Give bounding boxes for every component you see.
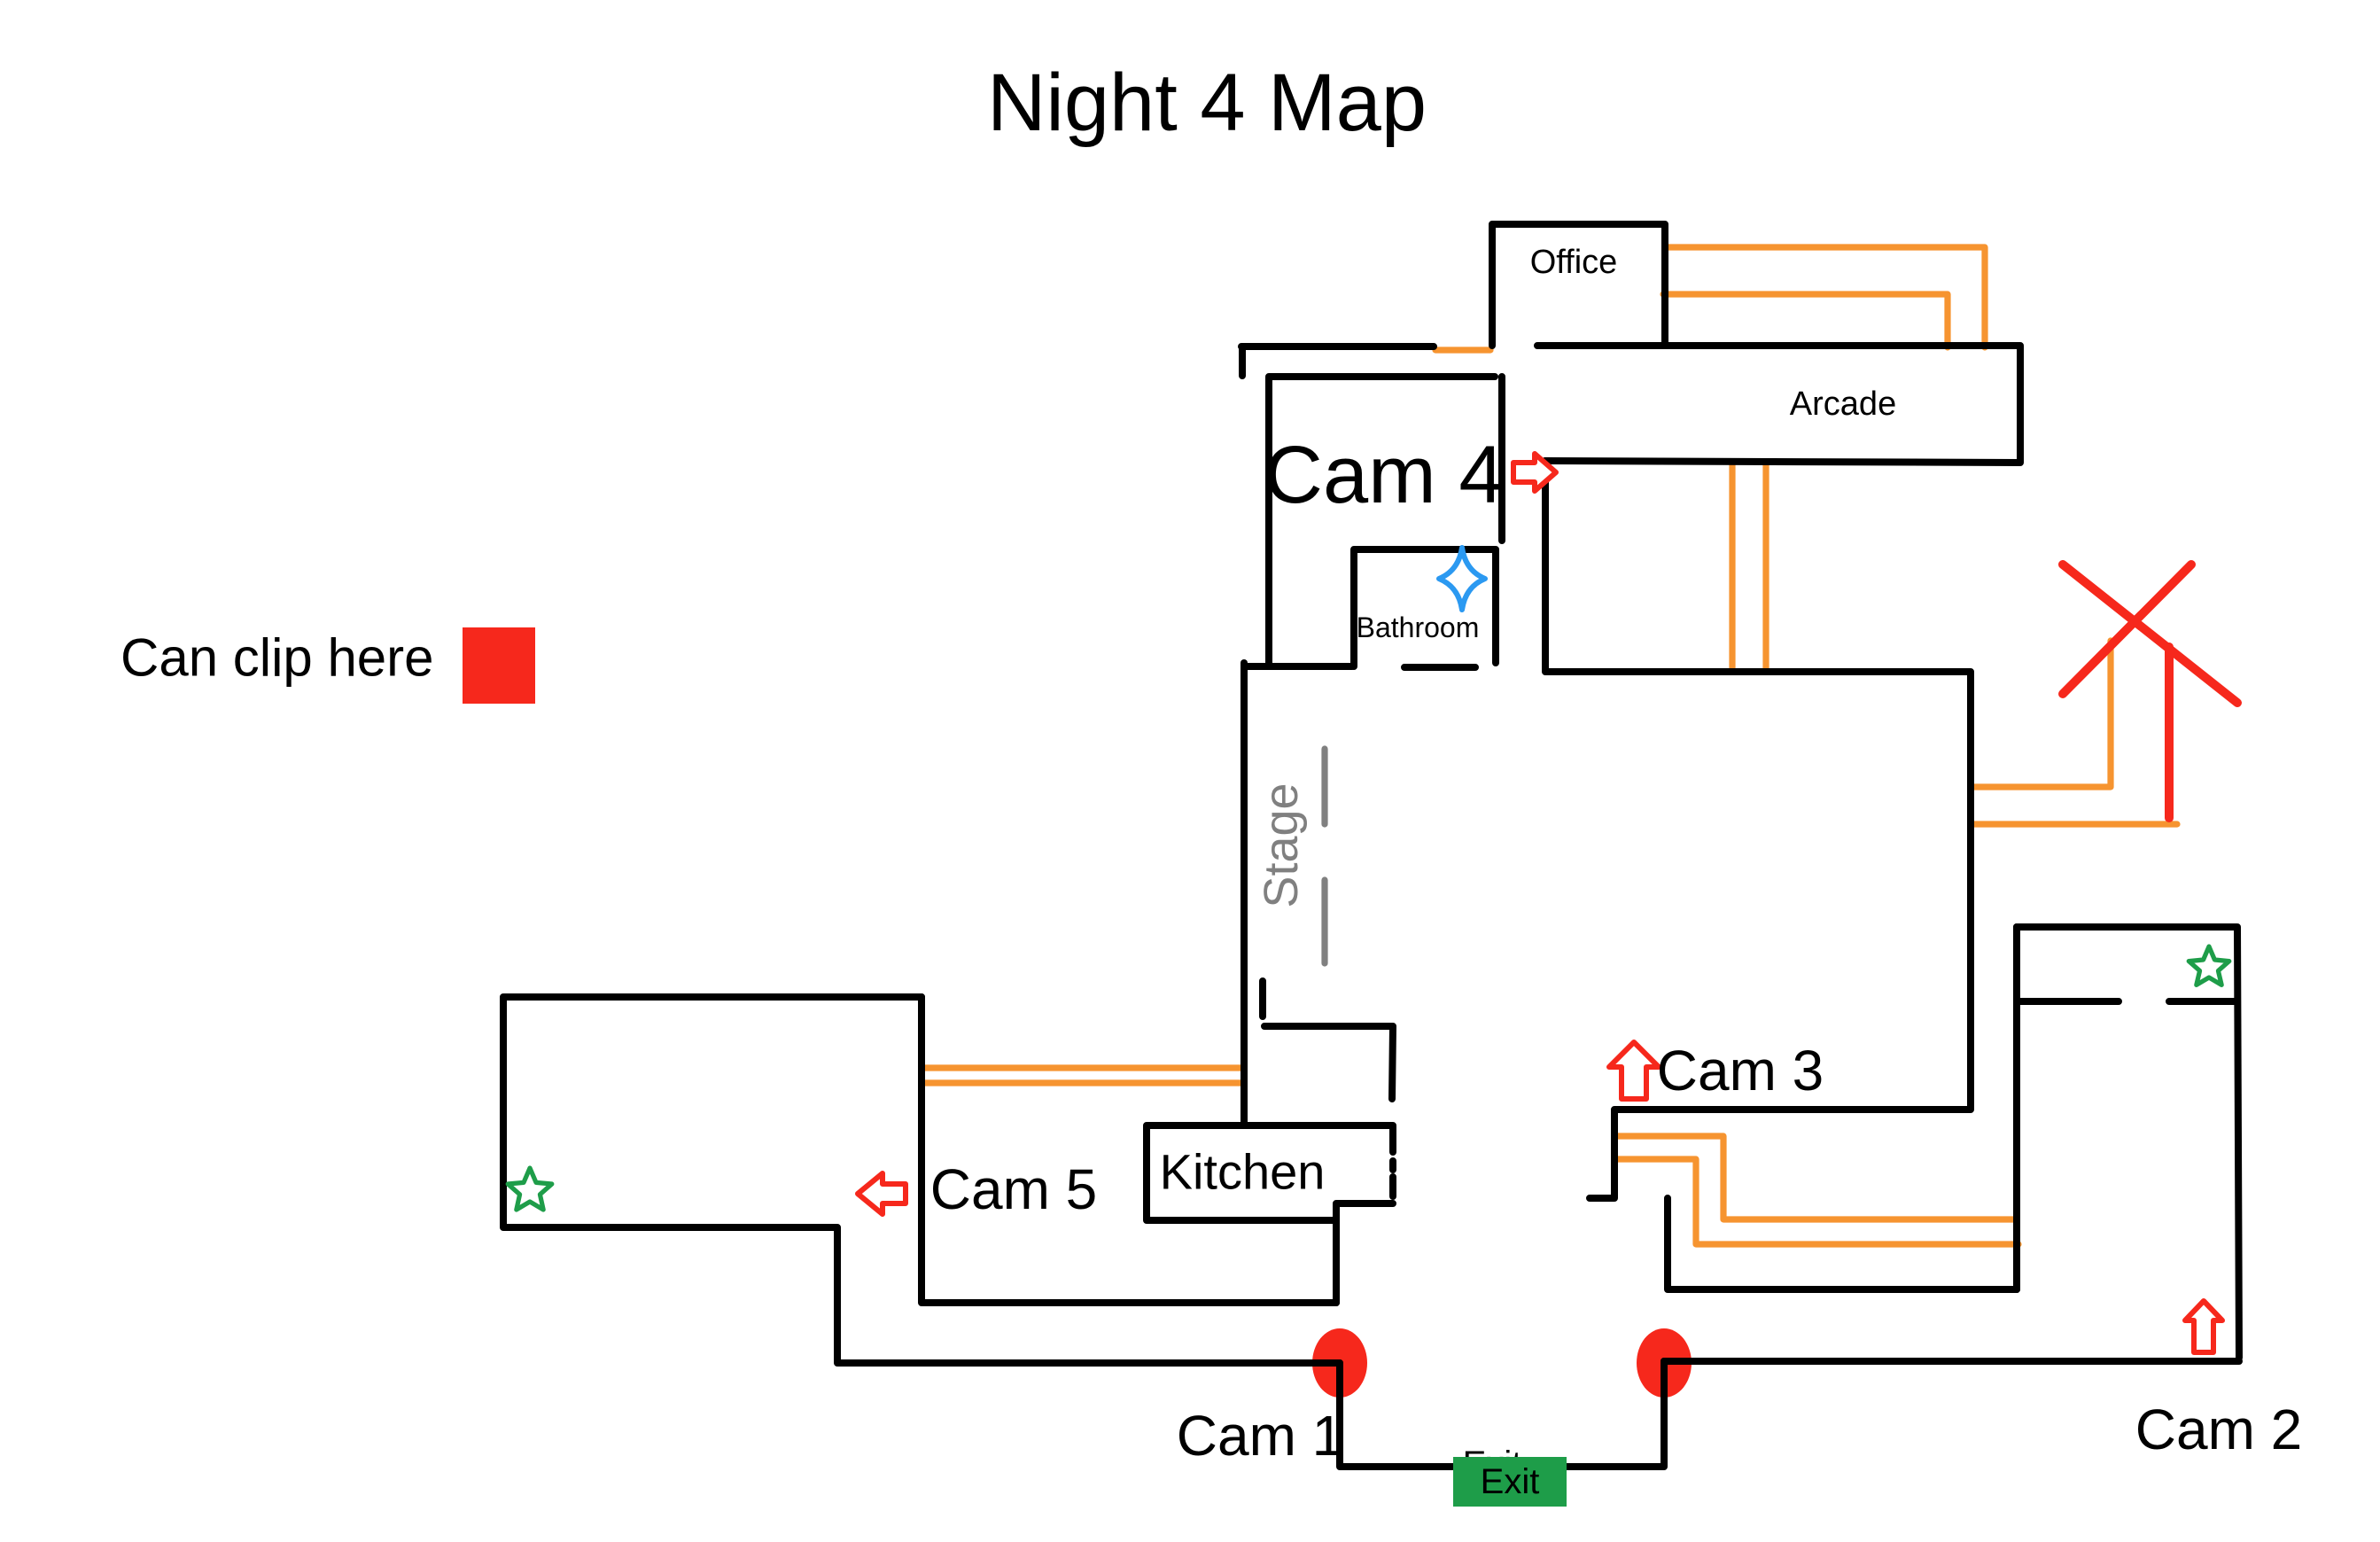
bathroom-label: Bathroom bbox=[1357, 611, 1480, 643]
exit-box bbox=[1453, 1457, 1567, 1507]
cam5-label: Cam 5 bbox=[930, 1157, 1098, 1221]
sparkle-icon bbox=[1436, 545, 1488, 612]
patrol-route bbox=[918, 244, 2181, 1248]
arcade-room-outline bbox=[1534, 342, 2024, 466]
stage-platform-corner bbox=[1259, 977, 1396, 1102]
map-title: Night 4 Map bbox=[987, 58, 1427, 148]
walls bbox=[500, 221, 2243, 1470]
office-room-outline bbox=[1489, 221, 1668, 349]
cam2-arrow-up-icon bbox=[2182, 1298, 2225, 1355]
route-cam3-upper bbox=[1611, 1133, 2020, 1223]
cam5-arrow-left-icon bbox=[855, 1171, 908, 1217]
kitchen-label: Kitchen bbox=[1160, 1144, 1326, 1200]
blocked-x-icon bbox=[2058, 560, 2242, 822]
route-cam3-lower bbox=[1613, 1156, 2022, 1248]
stage-label: Stage bbox=[1255, 783, 1308, 907]
left-room-outline bbox=[500, 993, 1343, 1367]
cam4-room-outline bbox=[1265, 373, 1505, 670]
arcade-label: Arcade bbox=[1790, 386, 1896, 423]
star-left-icon bbox=[505, 1165, 555, 1212]
office-label: Office bbox=[1530, 244, 1618, 281]
x-stroke-2 bbox=[2058, 560, 2196, 698]
exit-corridor-right bbox=[1563, 1358, 1668, 1470]
route-x-corner bbox=[1967, 637, 2114, 790]
cam5-corridor-walls bbox=[918, 993, 1340, 1306]
cam3-arrow-up-icon bbox=[1606, 1040, 1661, 1102]
cam4-label: Cam 4 bbox=[1264, 430, 1505, 520]
kitchen-outline bbox=[1143, 1122, 1396, 1306]
cam2-label: Cam 2 bbox=[2135, 1398, 2303, 1461]
star-room-outline bbox=[2013, 923, 2243, 1361]
cam1-label: Cam 1 bbox=[1177, 1404, 1344, 1468]
route-office-lower bbox=[1660, 291, 1951, 351]
star-right-icon bbox=[2186, 944, 2232, 988]
cam4-arrow-right-icon bbox=[1511, 451, 1559, 494]
legend-label: Can clip here bbox=[121, 628, 434, 688]
exit-label: Exit bbox=[1481, 1462, 1540, 1501]
cam3-label: Cam 3 bbox=[1657, 1039, 1824, 1102]
wall-left-of-office bbox=[1238, 343, 1437, 379]
exit-corridor-left bbox=[1336, 1359, 1457, 1470]
cam3-room-lower bbox=[1664, 1195, 2020, 1293]
x-stroke-1 bbox=[2058, 560, 2242, 707]
route-office-upper bbox=[1662, 244, 1988, 351]
bathroom-outline bbox=[1350, 546, 1499, 671]
center-boundary-wall bbox=[1542, 457, 1974, 1202]
clip-square-icon bbox=[463, 627, 535, 704]
